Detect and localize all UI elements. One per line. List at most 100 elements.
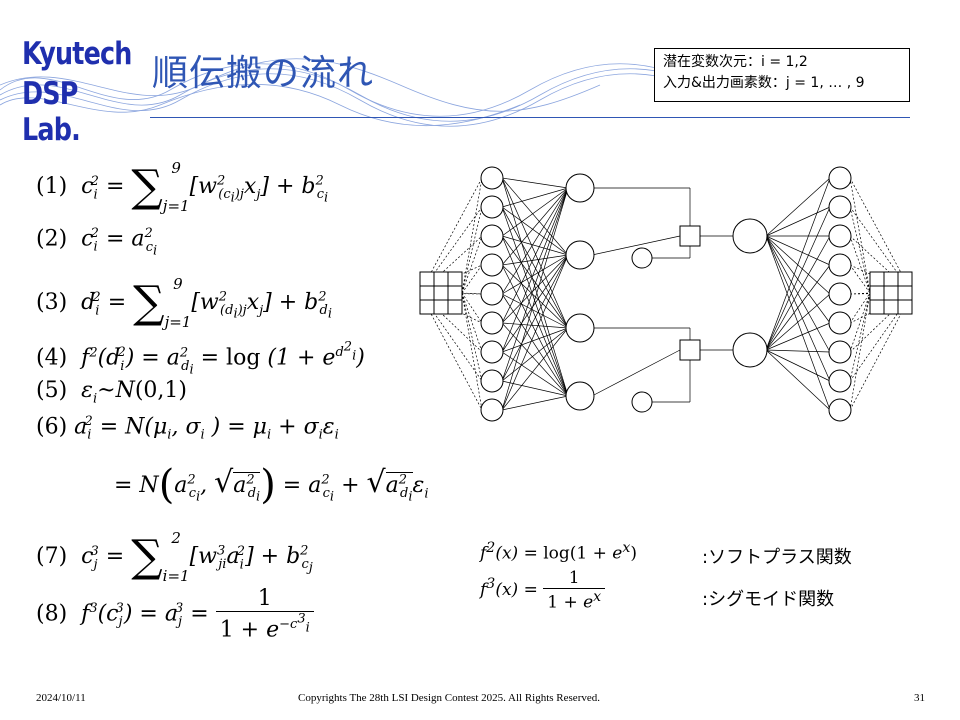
equation-3-label: (3) xyxy=(36,290,68,315)
connection-line xyxy=(501,293,569,329)
connection-line xyxy=(501,264,569,397)
input-node xyxy=(480,166,504,190)
hidden-node xyxy=(565,240,595,270)
connection-line xyxy=(765,235,831,382)
connection-line xyxy=(461,177,483,294)
output-pixel-cell xyxy=(897,271,913,287)
connection-line xyxy=(501,351,569,397)
connection-line xyxy=(501,395,569,411)
connection-line xyxy=(765,177,831,351)
output-pixel-cell xyxy=(897,299,913,315)
connection-line xyxy=(765,235,831,411)
output-pixel-cell xyxy=(883,299,899,315)
connection-line xyxy=(501,177,569,329)
input-node xyxy=(480,195,504,219)
connection-line xyxy=(765,322,831,351)
connection-line xyxy=(501,187,569,382)
info-line-1: 潜在変数次元：i = 1,2 xyxy=(663,54,808,70)
connection-line xyxy=(419,264,483,294)
input-pixel-cell xyxy=(419,285,435,301)
noise-node xyxy=(631,247,653,269)
connection-line xyxy=(849,292,871,382)
connection-line xyxy=(501,177,569,397)
title-underline xyxy=(150,117,910,118)
connection-line xyxy=(461,292,483,295)
connection-line xyxy=(765,349,831,411)
connection-line xyxy=(501,206,569,329)
input-node xyxy=(480,311,504,335)
connection-line xyxy=(501,235,569,397)
sigmoid-label: :シグモイド関数 xyxy=(702,589,835,610)
connection-line xyxy=(501,235,569,329)
connection-line xyxy=(501,254,569,382)
connection-line xyxy=(501,177,569,256)
connection-line xyxy=(501,206,569,397)
connection-line xyxy=(591,235,681,256)
connection-line xyxy=(501,264,569,329)
input-pixel-cell xyxy=(419,271,435,287)
equation-7-label: (7) xyxy=(36,544,68,569)
output-node xyxy=(828,166,852,190)
wave-decoration xyxy=(0,58,721,127)
output-pixel-cell xyxy=(869,285,885,301)
input-pixel-cell xyxy=(447,285,463,301)
slide-title: 順伝搬の流れ xyxy=(152,53,375,94)
input-pixel-cell xyxy=(433,285,449,301)
connection-line xyxy=(501,254,569,353)
input-pixel-cell xyxy=(447,271,463,287)
connection-line xyxy=(501,187,569,324)
connection-line xyxy=(501,254,569,324)
connection-line xyxy=(501,322,569,397)
output-node xyxy=(828,253,852,277)
connection-line xyxy=(501,187,569,266)
connection-line xyxy=(501,177,569,189)
latent-node xyxy=(732,332,768,368)
connection-line xyxy=(849,292,871,411)
connection-line xyxy=(501,206,569,256)
footer-copyright: Copyrights The 28th LSI Design Contest 2… xyxy=(298,692,600,704)
connection-line xyxy=(849,206,871,294)
input-node xyxy=(480,340,504,364)
input-pixel-cell xyxy=(433,271,449,287)
output-node xyxy=(828,311,852,335)
softplus-formula: f2(x) = log(1 + ex) xyxy=(480,540,637,564)
connection-line xyxy=(461,292,483,411)
output-node xyxy=(828,340,852,364)
connection-line xyxy=(501,254,569,295)
output-node xyxy=(828,369,852,393)
footer-date: 2024/10/11 xyxy=(36,692,86,704)
connection-line xyxy=(501,293,569,397)
footer-page-number: 31 xyxy=(914,692,925,704)
lab-logo: Kyutech DSP Lab. xyxy=(18,34,144,148)
connection-line xyxy=(501,235,569,256)
equation-4: (4) f2(di2) = a2di = log (1 + ed2i) xyxy=(36,340,365,378)
connection-line xyxy=(765,177,831,237)
connection-line xyxy=(501,327,569,382)
logo-line-2: DSP Lab. xyxy=(22,76,81,148)
info-line-2: 入力&出力画素数：j = 1, … , 9 xyxy=(663,75,865,91)
equation-6-label: (6) xyxy=(36,414,68,440)
output-pixel-cell xyxy=(883,285,899,301)
equation-5: (5) εi~N(0,1) xyxy=(36,378,187,407)
connection-line xyxy=(765,349,831,382)
connection-line xyxy=(765,349,831,353)
output-node xyxy=(828,282,852,306)
connection-line xyxy=(765,206,831,237)
connection-line xyxy=(765,235,831,266)
output-pixel-cell xyxy=(869,299,885,315)
output-node xyxy=(828,398,852,422)
logo-line-1: Kyutech xyxy=(22,36,132,72)
input-node xyxy=(480,282,504,306)
equation-2: (2) ci2 = a2ci xyxy=(36,226,158,259)
vae-network-diagram xyxy=(419,166,913,422)
connection-line xyxy=(501,254,569,266)
connection-line xyxy=(461,292,483,353)
output-pixel-cell xyxy=(883,271,899,287)
input-pixel-cell xyxy=(447,299,463,315)
connection-line xyxy=(501,327,569,411)
equation-1-label: (1) xyxy=(36,174,68,199)
input-pixel-cell xyxy=(419,299,435,315)
softplus-label: :ソフトプラス関数 xyxy=(702,547,852,568)
